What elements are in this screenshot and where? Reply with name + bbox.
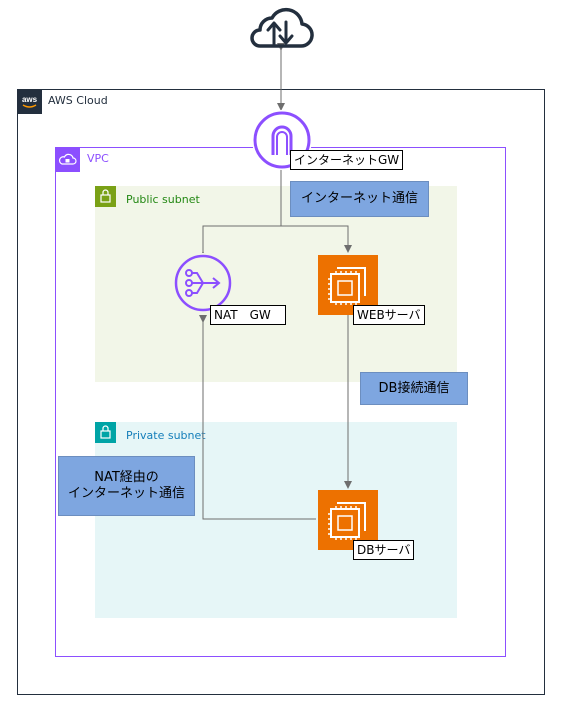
public-lock-icon <box>95 186 116 207</box>
aws-cloud-label: AWS Cloud <box>48 94 108 107</box>
web-server-label: WEBサーバ <box>353 305 425 325</box>
private-subnet-group <box>95 422 457 618</box>
nat-note-line1: NAT経由の <box>94 470 159 485</box>
public-subnet-group <box>95 186 457 382</box>
private-lock-icon <box>95 422 116 443</box>
aws-logo-icon: aws <box>17 89 42 114</box>
db-connection-note: DB接続通信 <box>360 372 468 405</box>
internet-traffic-note: インターネット通信 <box>290 181 429 217</box>
vpc-label: VPC <box>87 152 109 165</box>
vpc-cloud-lock-icon <box>55 147 80 172</box>
db-server-label: DBサーバ <box>353 540 415 560</box>
internet-gw-label: インターネットGW <box>290 150 404 170</box>
internet-cloud-icon <box>242 2 318 52</box>
nat-internet-note: NAT経由の インターネット通信 <box>58 456 195 516</box>
nat-gw-label: NAT GW <box>210 305 286 325</box>
svg-text:aws: aws <box>22 95 38 104</box>
igw-split-arrow <box>199 225 352 259</box>
public-subnet-label: Public subnet <box>126 193 200 206</box>
nat-db-line <box>199 315 316 520</box>
nat-gateway-icon[interactable] <box>173 253 233 313</box>
nat-note-line2: インターネット通信 <box>67 486 185 501</box>
private-subnet-label: Private subnet <box>126 429 206 442</box>
db-ec2-instance-icon[interactable] <box>318 490 378 550</box>
